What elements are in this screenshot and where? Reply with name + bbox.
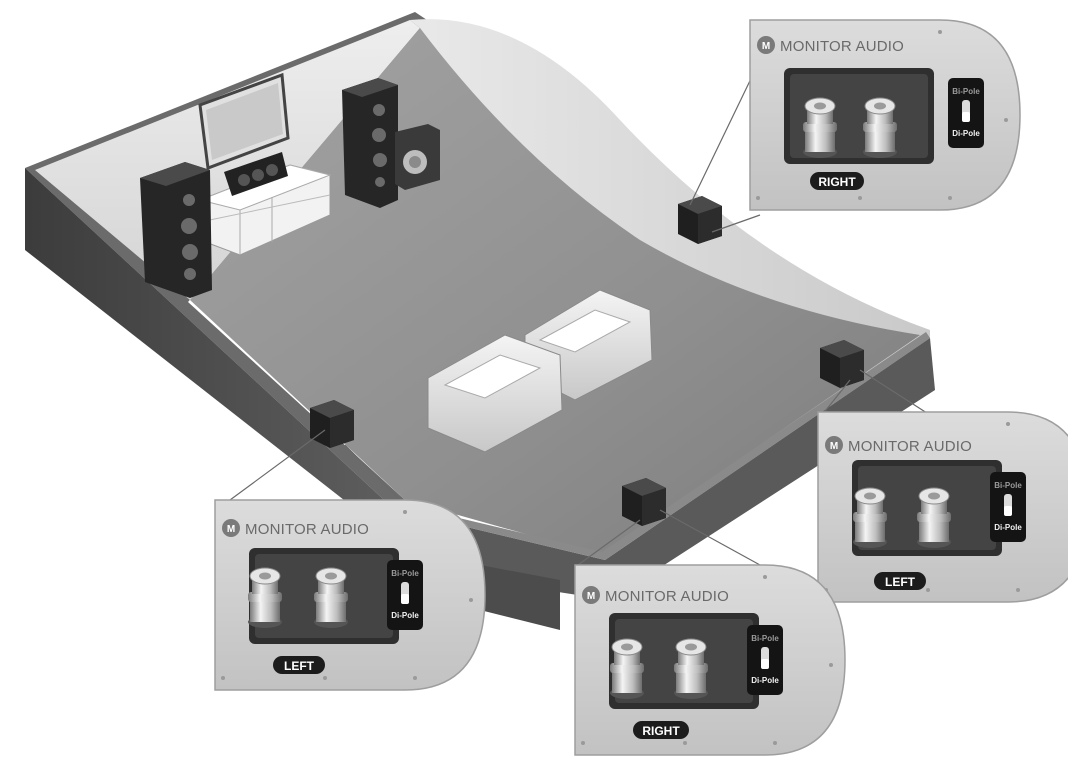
front-left-tower-speaker [140,162,212,298]
connector-panel-rear-right: M MONITOR AUDIO Bi-Pole Di-Pole RIGHT [749,19,1021,211]
side-label: LEFT [284,659,315,673]
bipole-dipole-switch[interactable]: Bi-Pole Di-Pole [948,78,984,148]
callout-lines [229,59,931,566]
binding-post-right [916,487,952,549]
switch-label-bipole: Bi-Pole [391,569,419,578]
brand-name: MONITOR AUDIO [245,521,369,538]
svg-text:M: M [830,441,838,452]
brand-name: MONITOR AUDIO [780,38,904,55]
svg-text:M: M [762,41,770,52]
binding-post-right [313,567,349,629]
center-speaker [224,152,288,196]
side-label: RIGHT [642,724,680,738]
monitor-audio-logo-icon: M [825,436,843,454]
bipole-dipole-switch[interactable]: Bi-Pole Di-Pole [747,625,783,695]
connector-panel-side-left: M MONITOR AUDIO Bi-Pole Di-Pole LEFT [817,411,1068,603]
binding-post-right [862,97,898,159]
binding-post-left [802,97,838,159]
svg-text:M: M [587,591,595,602]
switch-label-dipole: Di-Pole [391,611,419,620]
binding-post-left [247,567,283,629]
front-surround-speaker [622,478,666,526]
switch-label-dipole: Di-Pole [994,523,1022,532]
monitor-audio-logo-icon: M [582,586,600,604]
side-label: LEFT [885,575,916,589]
bipole-dipole-switch[interactable]: Bi-Pole Di-Pole [990,472,1026,542]
tv [198,72,290,171]
front-right-tower-speaker [342,78,398,208]
left-side-surround-speaker [310,400,354,448]
binding-post-left [852,487,888,549]
side-label: RIGHT [818,175,856,189]
subwoofer [395,124,440,190]
switch-label-dipole: Di-Pole [751,676,779,685]
svg-text:M: M [227,524,235,535]
sofa-left [427,334,563,453]
right-side-surround-speaker [820,340,864,388]
front-rim [395,338,935,600]
connector-panel-front-right: M MONITOR AUDIO Bi-Pole Di-Pole RIGHT [574,564,846,756]
connector-panel-front-left: M MONITOR AUDIO Bi-Pole Di-Pole LEFT [214,499,486,691]
monitor-audio-logo-icon: M [757,36,775,54]
monitor-audio-logo-icon: M [222,519,240,537]
switch-label-bipole: Bi-Pole [994,481,1022,490]
switch-label-bipole: Bi-Pole [952,87,980,96]
brand-name: MONITOR AUDIO [605,588,729,605]
switch-label-bipole: Bi-Pole [751,634,779,643]
binding-post-right [673,638,709,700]
binding-post-left [609,638,645,700]
rear-right-surround-speaker [678,196,722,244]
bipole-dipole-switch[interactable]: Bi-Pole Di-Pole [387,560,423,630]
brand-name: MONITOR AUDIO [848,438,972,455]
switch-label-dipole: Di-Pole [952,129,980,138]
